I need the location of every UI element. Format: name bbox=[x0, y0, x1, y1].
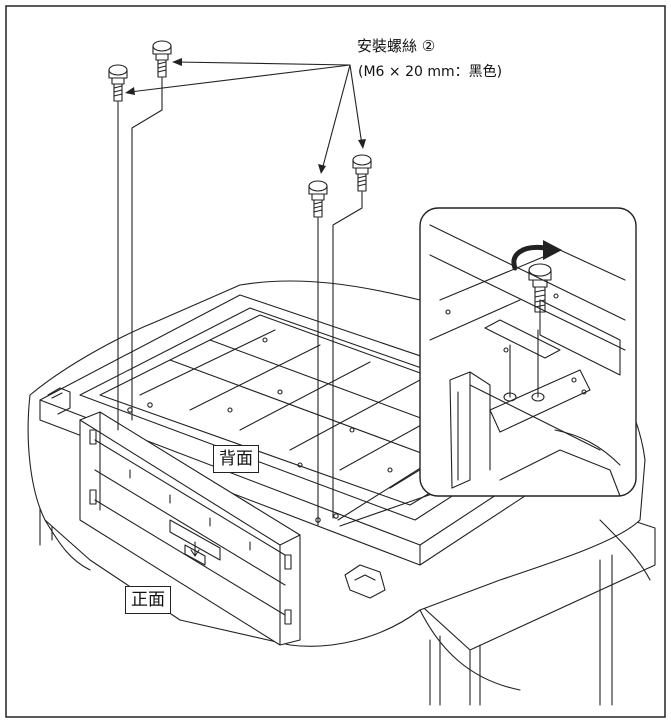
panel-handles bbox=[47, 387, 386, 599]
callout-lines bbox=[337, 461, 433, 527]
mounting-screws-label: 安裝螺絲 ② bbox=[357, 37, 436, 55]
screw-2-icon bbox=[152, 40, 172, 78]
back-side-label: 背面 bbox=[213, 445, 259, 473]
inset-detail bbox=[419, 207, 637, 497]
stand-assembly bbox=[79, 411, 301, 646]
screw-4-icon bbox=[352, 154, 372, 192]
screw-3-icon bbox=[308, 180, 328, 218]
diagram-frame bbox=[5, 5, 666, 718]
leader-arrows bbox=[129, 61, 363, 171]
guide-lines bbox=[117, 77, 363, 526]
screw-1-icon bbox=[108, 64, 128, 102]
front-side-label: 正面 bbox=[125, 586, 171, 614]
screw-spec-label: (M6 × 20 mm：黑色) bbox=[358, 64, 503, 80]
arrow-heads bbox=[125, 58, 366, 174]
